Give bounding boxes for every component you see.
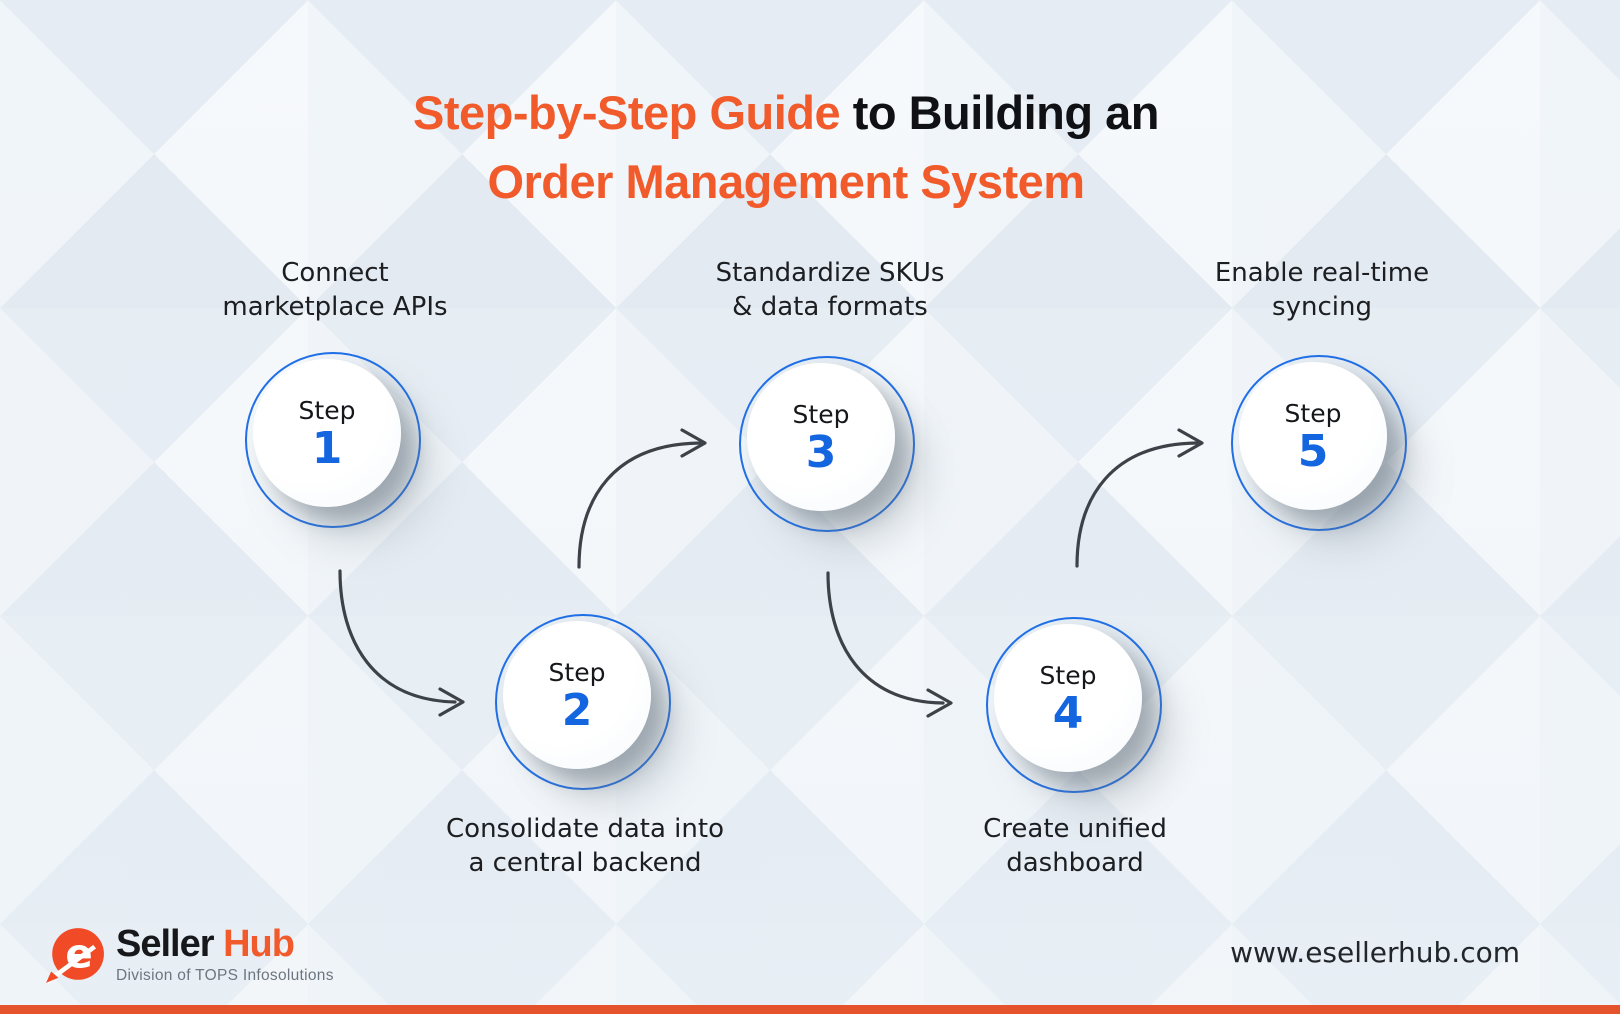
esellerhub-logo: e Seller Hub Division of TOPS Infosoluti… xyxy=(45,923,334,986)
brand-tagline: Division of TOPS Infosolutions xyxy=(116,967,334,984)
caption-step-2: Consolidate data into a central backend xyxy=(446,814,724,878)
step-1-label: Step xyxy=(298,395,356,425)
step-3-ring: Step 3 xyxy=(739,356,915,532)
step-5-number: 5 xyxy=(1297,425,1329,477)
step-3-label: Step xyxy=(792,399,850,429)
caption-step-3: Standardize SKUs & data formats xyxy=(715,258,945,322)
esellerhub-logo-icon: e xyxy=(45,928,104,984)
step-4-label: Step xyxy=(1039,660,1097,690)
title-rest: to Building an xyxy=(852,86,1160,139)
step-5-disc: Step 5 xyxy=(1239,362,1387,510)
caption-step-5: Enable real-time syncing xyxy=(1214,258,1430,322)
step-4-disc: Step 4 xyxy=(994,624,1142,772)
caption-step-1: Connect marketplace APIs xyxy=(222,258,448,322)
step-4-ring: Step 4 xyxy=(986,617,1162,793)
arrow-step4-to-step5 xyxy=(1075,428,1204,568)
bottom-accent-bar xyxy=(0,1005,1620,1014)
arrow-step3-to-step4 xyxy=(826,571,953,718)
step-3-disc: Step 3 xyxy=(747,363,895,511)
step-1-number: 1 xyxy=(311,422,343,474)
step-5-ring: Step 5 xyxy=(1231,355,1407,531)
step-node-2: Step 2 xyxy=(495,614,671,790)
website-url: www.esellerhub.com xyxy=(1230,936,1520,969)
step-node-3: Step 3 xyxy=(739,356,915,532)
brand-name: Seller Hub xyxy=(116,923,334,965)
title-line2: Order Management System xyxy=(487,155,1085,208)
step-3-number: 3 xyxy=(805,426,837,478)
step-2-disc: Step 2 xyxy=(503,621,651,769)
arrow-step2-to-step3 xyxy=(577,428,707,569)
step-1-disc: Step 1 xyxy=(253,359,401,507)
step-2-ring: Step 2 xyxy=(495,614,671,790)
step-2-number: 2 xyxy=(561,684,593,736)
title-line1: Step-by-Step Guide to Building an xyxy=(0,78,1572,147)
caption-step-4: Create unified dashboard xyxy=(983,814,1167,878)
page-title: Step-by-Step Guide to Building an Order … xyxy=(0,78,1572,216)
step-node-5: Step 5 xyxy=(1231,355,1407,531)
step-2-label: Step xyxy=(548,657,606,687)
brand-hub: Hub xyxy=(223,923,295,965)
title-accent: Step-by-Step Guide xyxy=(413,86,841,139)
step-5-label: Step xyxy=(1284,398,1342,428)
step-1-ring: Step 1 xyxy=(245,352,421,528)
step-4-number: 4 xyxy=(1052,687,1084,739)
brand-seller: Seller xyxy=(116,923,215,965)
step-node-1: Step 1 xyxy=(245,352,421,528)
step-node-4: Step 4 xyxy=(986,617,1162,793)
arrow-step1-to-step2 xyxy=(338,569,465,717)
logo-text: Seller Hub Division of TOPS Infosolution… xyxy=(116,923,334,985)
